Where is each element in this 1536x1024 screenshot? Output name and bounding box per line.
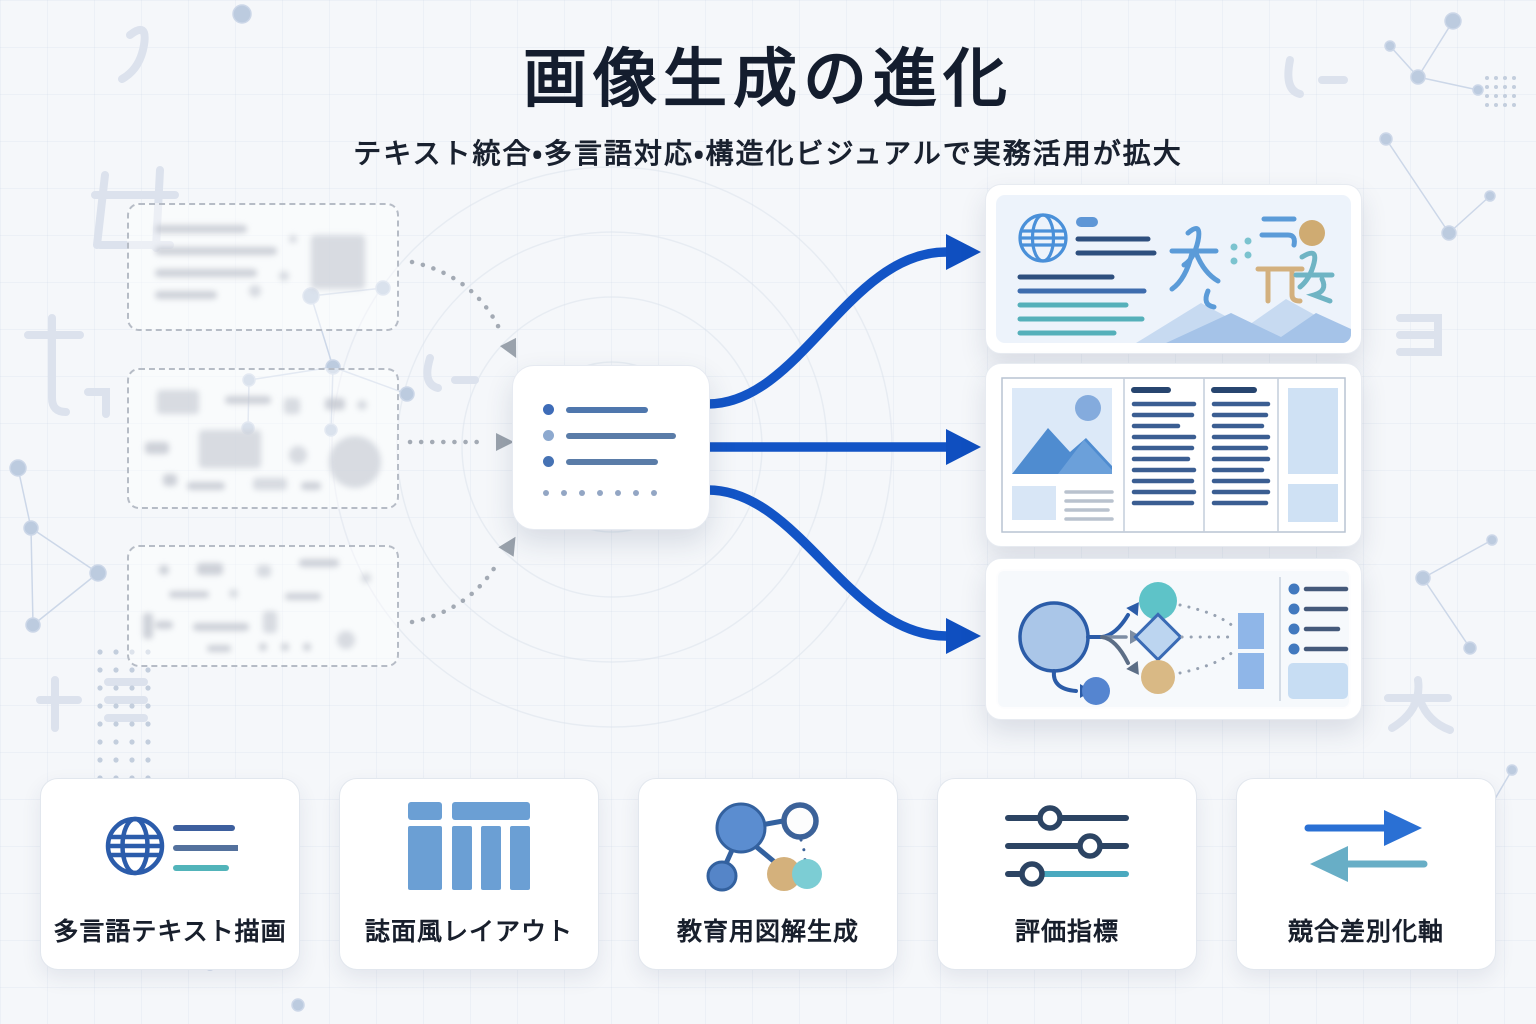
- flow-output-block: [1238, 613, 1264, 649]
- flow-diamond-node: [1133, 612, 1183, 662]
- page-title: 画像生成の進化: [523, 43, 1013, 115]
- feature-card-educational-diagram: 教育用図解生成: [638, 778, 898, 970]
- feature-label: 評価指標: [1014, 918, 1119, 946]
- blue-arrowhead: [946, 234, 981, 654]
- layout-columns-icon: [408, 800, 530, 892]
- sliders-icon: [1004, 800, 1130, 892]
- input-sketch-layout: [127, 368, 399, 509]
- feature-label: 競合差別化軸: [1287, 918, 1444, 946]
- node-diagram-icon: [703, 800, 833, 892]
- blurred-text-sketch-icon: [129, 205, 397, 329]
- blurred-fragments-sketch-icon: [129, 547, 397, 665]
- blurred-layout-sketch-icon: [129, 370, 397, 507]
- magazine-layout-art: [996, 374, 1351, 536]
- globe-text-icon: [102, 800, 238, 892]
- feature-card-evaluation-metrics: 評価指標: [937, 778, 1197, 970]
- flow-tan-node: [1141, 660, 1175, 694]
- mountains-art: [1136, 299, 1351, 343]
- flowchart-diagram-art: [996, 569, 1351, 709]
- blue-flow-arrow: [703, 247, 951, 641]
- swap-arrows-icon: [1300, 800, 1432, 892]
- input-sketch-text: [127, 203, 399, 331]
- feature-row: 多言語テキスト描画 誌面風レイアウト: [40, 778, 1496, 970]
- header: 画像生成の進化 テキスト統合・多言語対応・構造化ビジュアルで実務活用が拡大: [0, 28, 1536, 172]
- dotted-arrow: [407, 259, 503, 625]
- input-sketch-fragments: [127, 545, 399, 667]
- output-multilingual-card: [985, 184, 1362, 354]
- feature-label: 誌面風レイアウト: [364, 918, 573, 946]
- flow-blue-node: [1082, 677, 1110, 705]
- flow-legend: [1288, 583, 1349, 699]
- feature-card-multilingual-text: 多言語テキスト描画: [40, 778, 300, 970]
- magazine-photo-art: [1012, 388, 1112, 474]
- flow-teal-node: [1139, 582, 1177, 620]
- multilingual-scene-art: [996, 195, 1351, 343]
- multilingual-glyphs: [1169, 216, 1335, 310]
- feature-card-competitive-axis: 競合差別化軸: [1236, 778, 1496, 970]
- output-magazine-card: [985, 363, 1362, 547]
- feature-card-magazine-layout: 誌面風レイアウト: [339, 778, 599, 970]
- feature-label: 多言語テキスト描画: [53, 918, 287, 946]
- prompt-card: [512, 365, 710, 530]
- globe-icon: [1018, 213, 1068, 263]
- page-subtitle: テキスト統合・多言語対応・構造化ビジュアルで実務活用が拡大: [353, 138, 1183, 169]
- output-diagram-card: [985, 558, 1362, 720]
- flow-root-node: [1018, 601, 1090, 673]
- feature-label: 教育用図解生成: [676, 918, 859, 946]
- flow-output-block: [1238, 653, 1264, 689]
